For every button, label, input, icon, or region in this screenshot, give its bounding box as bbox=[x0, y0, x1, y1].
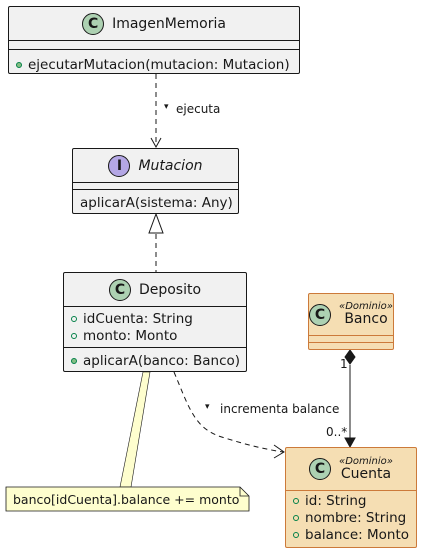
field-row: idCuenta: String bbox=[64, 310, 246, 327]
class-header: C «Dominio» Banco bbox=[309, 294, 393, 335]
class-header: C «Dominio» Cuenta bbox=[286, 448, 416, 490]
stereotype-label: «Dominio» bbox=[339, 455, 393, 467]
class-banco: C «Dominio» Banco bbox=[308, 293, 394, 350]
class-icon: C bbox=[309, 458, 332, 480]
class-name: ImagenMemoria bbox=[112, 15, 226, 32]
composition-edge bbox=[344, 349, 356, 449]
note-text: banco[idCuenta].balance += monto bbox=[13, 491, 240, 507]
incrementa-balance-label: incrementa balance bbox=[220, 402, 340, 416]
note-anchor bbox=[119, 371, 151, 488]
public-field-icon bbox=[71, 315, 77, 322]
source-multiplicity: 1 bbox=[340, 357, 348, 371]
ejecuta-direction-icon: ▾ bbox=[164, 102, 169, 112]
class-cuenta: C «Dominio» Cuenta id: String nombre: St… bbox=[285, 447, 417, 548]
ejecuta-label: ejecuta bbox=[176, 102, 221, 116]
interface-mutacion: I Mutacion aplicarA(sistema: Any) bbox=[72, 148, 239, 214]
class-deposito: C Deposito idCuenta: String monto: Monto… bbox=[63, 272, 247, 372]
public-method-icon bbox=[16, 61, 22, 68]
note: banco[idCuenta].balance += monto bbox=[6, 487, 249, 511]
realization-edge bbox=[148, 212, 164, 272]
interface-name: Mutacion bbox=[138, 157, 203, 174]
interface-icon: I bbox=[108, 154, 131, 177]
field-row: nombre: String bbox=[286, 509, 416, 526]
public-field-icon bbox=[293, 531, 299, 538]
note-shape bbox=[5, 486, 250, 512]
class-header: I Mutacion bbox=[73, 149, 238, 182]
public-field-icon bbox=[293, 497, 299, 504]
class-name: Deposito bbox=[138, 281, 202, 298]
method-row: aplicarA(sistema: Any) bbox=[80, 194, 233, 211]
method-row: aplicarA(banco: Banco) bbox=[64, 352, 246, 369]
target-multiplicity: 0..* bbox=[326, 425, 348, 439]
field-row: monto: Monto bbox=[64, 327, 246, 344]
incrementa-balance-edge bbox=[173, 371, 285, 459]
class-header: C Deposito bbox=[64, 273, 246, 306]
class-icon: C bbox=[108, 278, 131, 301]
class-icon: C bbox=[309, 303, 332, 326]
public-field-icon bbox=[293, 514, 299, 521]
ejecuta-dependency-edge bbox=[150, 74, 162, 149]
class-name: Cuenta bbox=[340, 465, 392, 482]
incrementa-direction-icon: ▾ bbox=[205, 402, 210, 412]
public-field-icon bbox=[71, 332, 77, 339]
class-name: Banco bbox=[344, 311, 388, 328]
field-row: balance: Monto bbox=[286, 526, 416, 543]
stereotype-label: «Dominio» bbox=[339, 301, 393, 313]
method-row: ejecutarMutacion(mutacion: Mutacion) bbox=[9, 56, 299, 73]
class-icon: C bbox=[82, 12, 105, 35]
field-row: id: String bbox=[286, 492, 416, 509]
class-imagenmemoria: C ImagenMemoria ejecutarMutacion(mutacio… bbox=[8, 6, 300, 74]
public-method-icon bbox=[71, 357, 77, 364]
class-header: C ImagenMemoria bbox=[9, 7, 299, 40]
